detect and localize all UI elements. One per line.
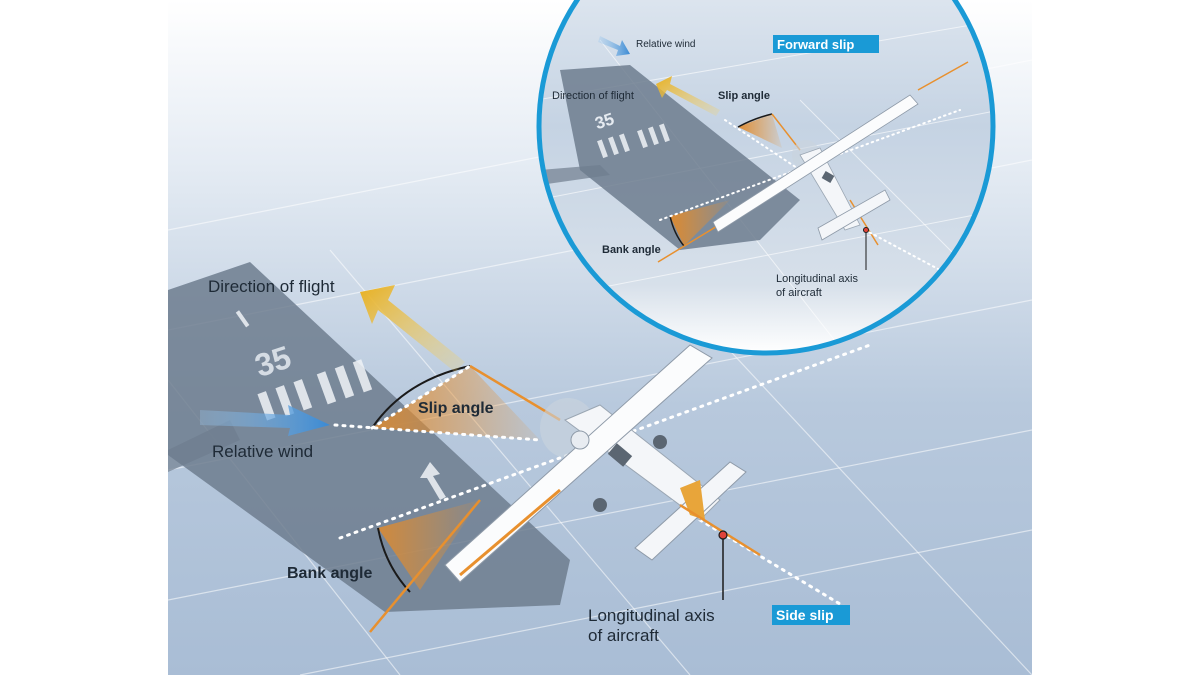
inset-slip-angle-label: Slip angle	[718, 90, 770, 102]
bank-angle-arc	[377, 527, 411, 593]
inset-longitudinal-axis-label-line1: Longitudinal axis	[776, 273, 858, 285]
inset-relative-wind-label: Relative wind	[636, 39, 695, 50]
inset-relative-wind-arrow	[598, 36, 630, 56]
relative-wind-arrow	[200, 405, 330, 436]
bank-reference-line	[369, 499, 481, 633]
inset-runway	[560, 65, 800, 250]
inset-slip-angle-arc	[737, 113, 773, 128]
longitudinal-axis-line	[679, 503, 761, 557]
forward-slip-badge: Forward slip	[773, 35, 879, 53]
windshield	[607, 443, 633, 467]
longitudinal-axis-label-line2: of aircraft	[588, 626, 659, 645]
relative-wind-label: Relative wind	[212, 442, 313, 461]
slip-angle-label: Slip angle	[418, 400, 494, 417]
airplane-side-slip	[444, 344, 747, 583]
inset-direction-of-flight-arrow	[656, 76, 720, 116]
inset-bank-angle-wedge	[670, 200, 730, 246]
inset-slip-angle-wedge	[738, 114, 782, 148]
direction-of-flight-label: Direction of flight	[208, 277, 335, 296]
inset-border	[536, 0, 996, 356]
bank-angle-label: Bank angle	[287, 565, 372, 582]
rudder	[680, 480, 705, 520]
svg-text:Side slip: Side slip	[776, 607, 834, 623]
wing	[444, 344, 713, 583]
bank-angle-wedge	[378, 500, 480, 590]
inset-direction-of-flight-label: Direction of flight	[552, 90, 634, 102]
inset-runway-number: 35	[593, 109, 617, 133]
axis-marker	[718, 530, 728, 540]
inset-airplane	[712, 94, 919, 241]
runway	[168, 262, 570, 612]
side-slip-badge: Side slip	[772, 605, 850, 625]
inset-runway-markings	[597, 123, 670, 159]
direction-of-flight-arrow	[360, 285, 465, 372]
inset-bank-angle-label: Bank angle	[602, 244, 661, 256]
inset-bank-angle-arc	[669, 215, 685, 247]
inset-axis-marker	[863, 227, 869, 233]
inset-longitudinal-axis-label-line2: of aircraft	[776, 287, 822, 299]
slip-angle-wedge	[372, 366, 540, 440]
svg-text:Forward slip: Forward slip	[777, 37, 854, 52]
forward-slip-inset: 35	[536, 0, 996, 356]
longitudinal-axis-label-line1: Longitudinal axis	[588, 606, 715, 625]
